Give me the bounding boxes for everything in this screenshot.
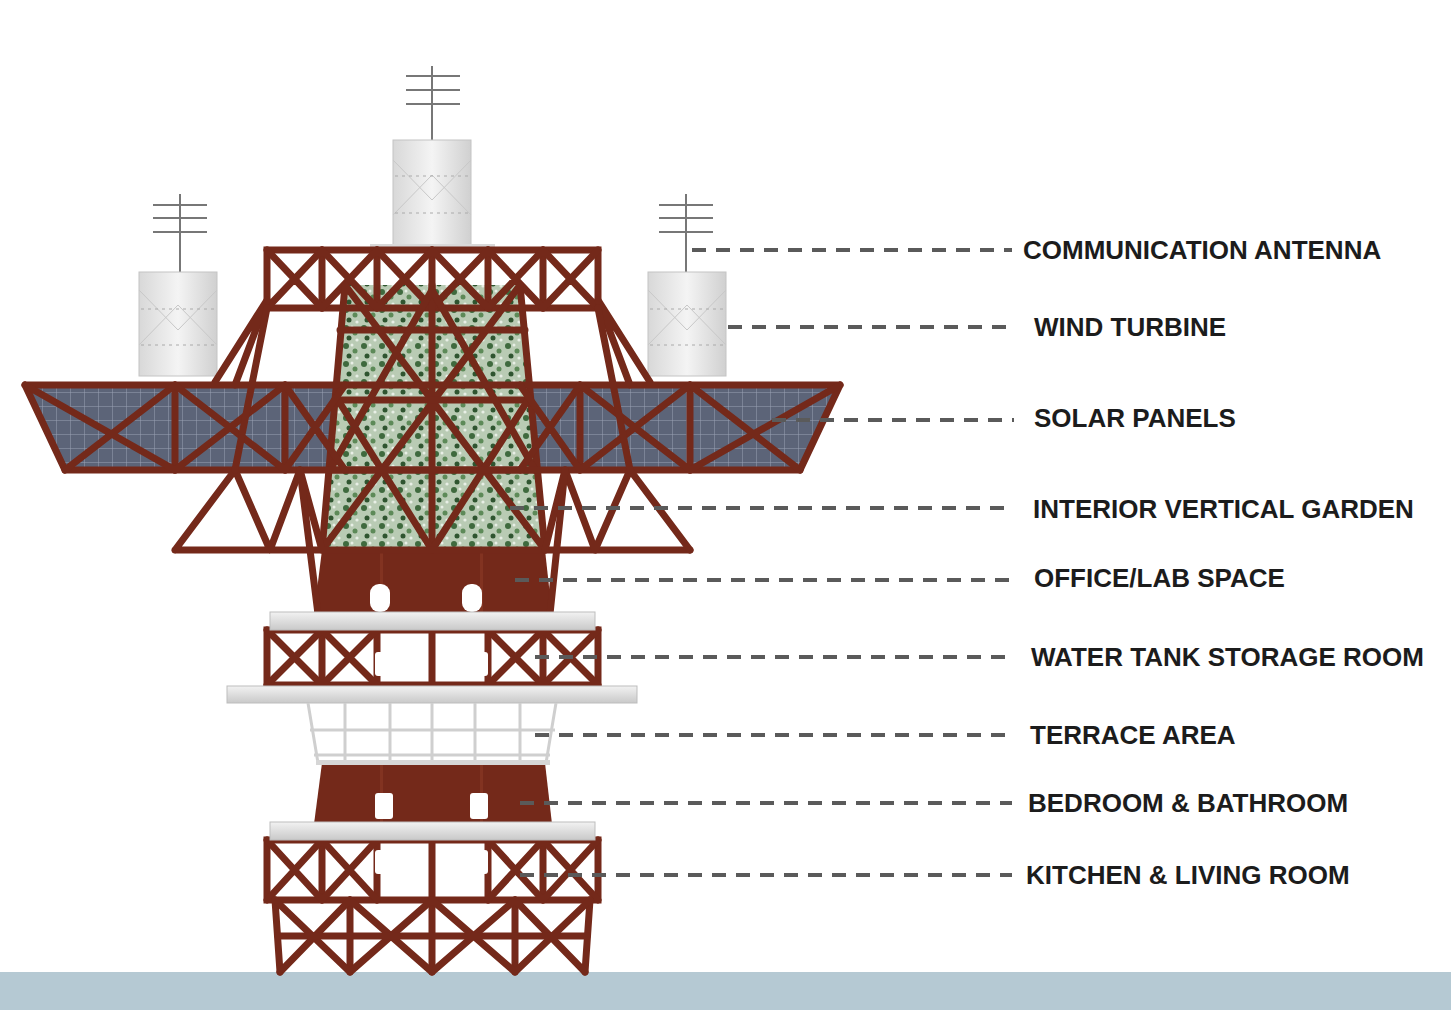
callout-label: WATER TANK STORAGE ROOM (1031, 643, 1424, 672)
callout-label: TERRACE AREA (1030, 721, 1236, 750)
water-band (0, 972, 1451, 1010)
callout-label: WIND TURBINE (1034, 313, 1226, 342)
steel-truss (25, 250, 840, 972)
terrace-railing (308, 703, 556, 763)
callout-label: INTERIOR VERTICAL GARDEN (1033, 495, 1414, 524)
vertical-garden (322, 285, 545, 550)
callout-label: SOLAR PANELS (1034, 404, 1236, 433)
callout-label: COMMUNICATION ANTENNA (1023, 236, 1381, 265)
callout-label: BEDROOM & BATHROOM (1028, 789, 1348, 818)
callout-label: OFFICE/LAB SPACE (1034, 564, 1285, 593)
antenna (153, 66, 713, 272)
floor-slab (227, 612, 637, 840)
callout-label: KITCHEN & LIVING ROOM (1026, 861, 1350, 890)
leader-line (510, 250, 1014, 875)
